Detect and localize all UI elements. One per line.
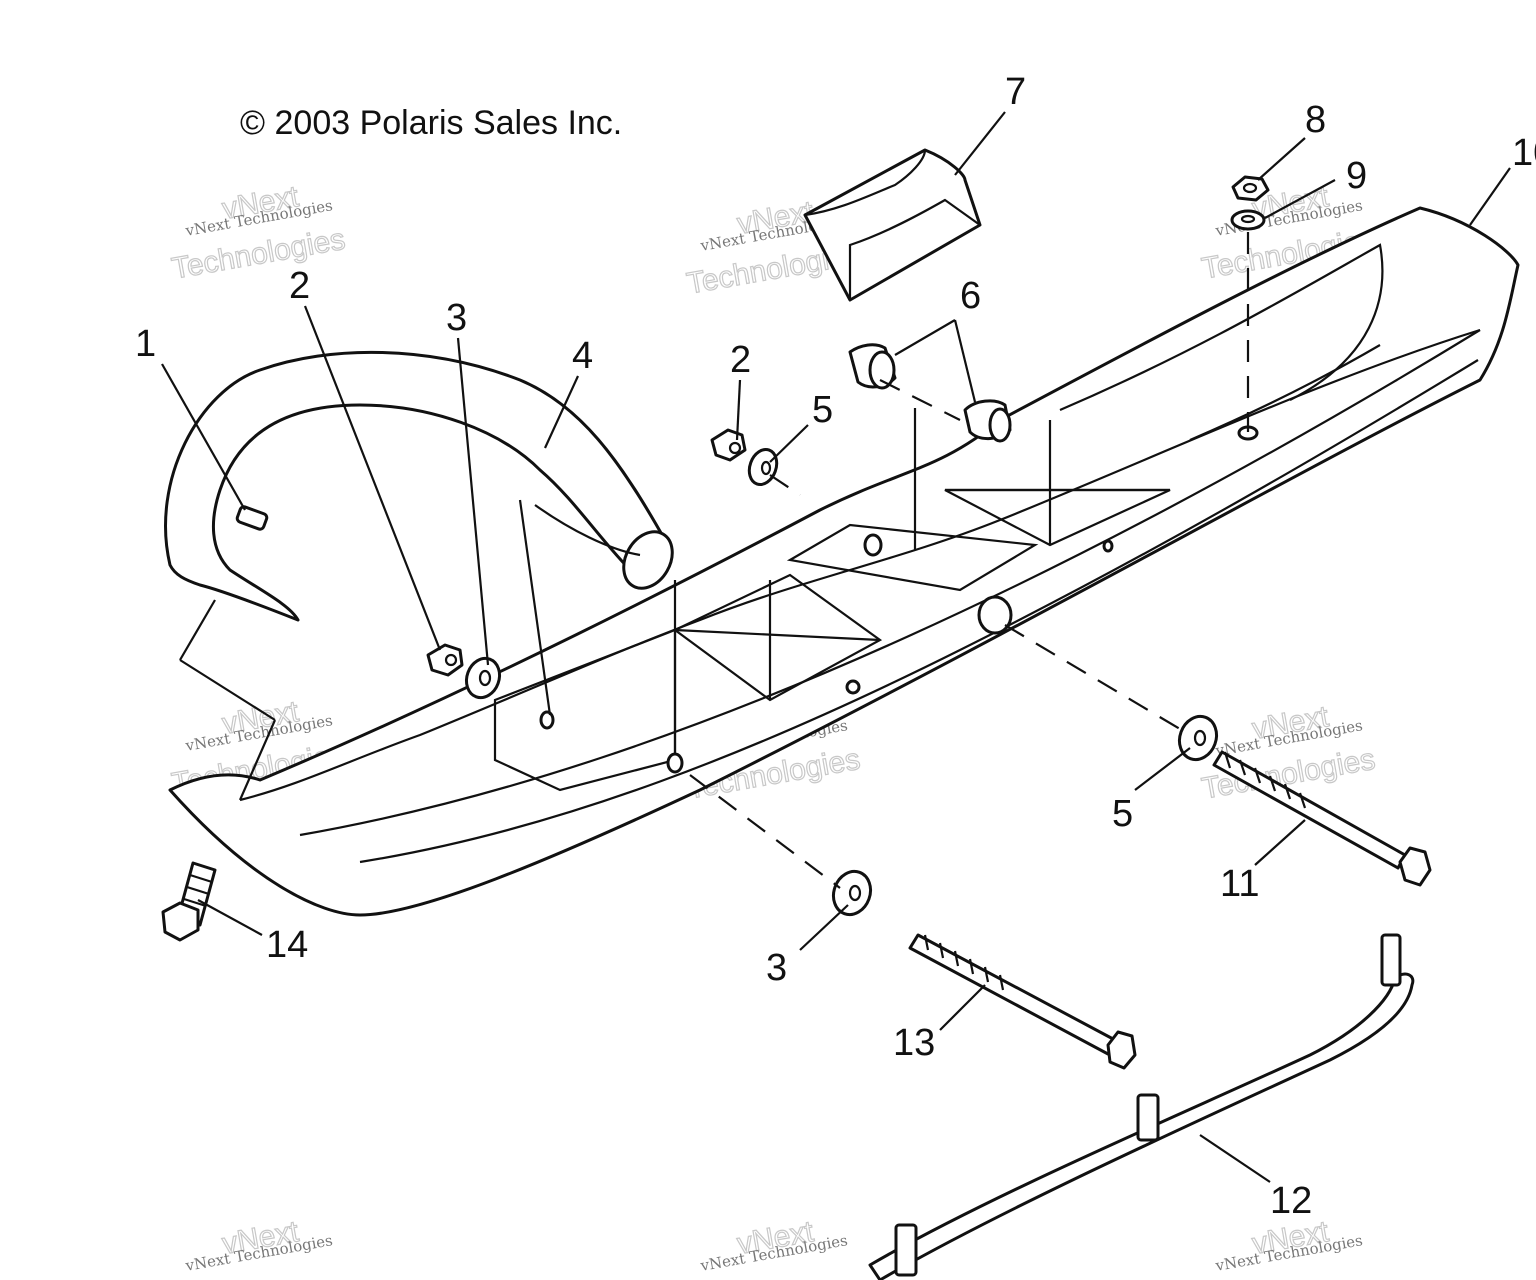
watermark: vNext vNext Technologies: [698, 1214, 849, 1275]
callout-7: 7: [1005, 71, 1026, 113]
callout-5: 5: [812, 389, 833, 431]
nut-left: [426, 643, 464, 677]
foot-pad: [803, 148, 982, 302]
washer-left: [464, 656, 502, 700]
callout-12: 12: [1270, 1180, 1312, 1222]
washer-right: [1177, 714, 1219, 762]
callout-2: 2: [289, 265, 310, 307]
callout-3b: 3: [766, 947, 787, 989]
callout-11: 11: [1220, 863, 1259, 905]
washer-top: [1230, 209, 1266, 231]
nut-top: [1231, 175, 1270, 202]
bushing-lower: [963, 399, 1012, 443]
callout-labels: 1 2 3 4 2 5 6 7 8 9 10 5 11 3 13 12 14: [135, 71, 1536, 1222]
callout-14: 14: [266, 924, 308, 966]
ski-body: [168, 206, 1520, 917]
callout-13: 13: [893, 1022, 935, 1064]
watermark: vNext vNext Technologies: [183, 1214, 334, 1275]
wear-bar: [868, 933, 1415, 1280]
callout-10: 10: [1512, 132, 1536, 174]
bolt-right: [1212, 750, 1432, 887]
copyright-text: © 2003 Polaris Sales Inc.: [240, 104, 622, 142]
leader-lines: [161, 111, 1511, 1183]
callout-9: 9: [1346, 155, 1367, 197]
bushing-upper: [848, 343, 897, 390]
bolt-front: [161, 861, 217, 942]
assembly-lines: [179, 232, 1250, 889]
callout-4: 4: [572, 335, 593, 377]
ski-loop-handle: [164, 350, 674, 622]
callout-1: 1: [135, 323, 156, 365]
callout-2b: 2: [730, 339, 751, 381]
bolt-lower: [908, 933, 1137, 1070]
watermark: vNext vNext Technologies Technologies: [169, 179, 348, 286]
nut-center: [710, 428, 747, 462]
callout-5b: 5: [1112, 793, 1133, 835]
washer-lower: [831, 869, 873, 917]
callout-6: 6: [960, 275, 981, 317]
washer-center: [747, 448, 779, 486]
callout-8: 8: [1305, 99, 1326, 141]
callout-3: 3: [446, 297, 467, 339]
